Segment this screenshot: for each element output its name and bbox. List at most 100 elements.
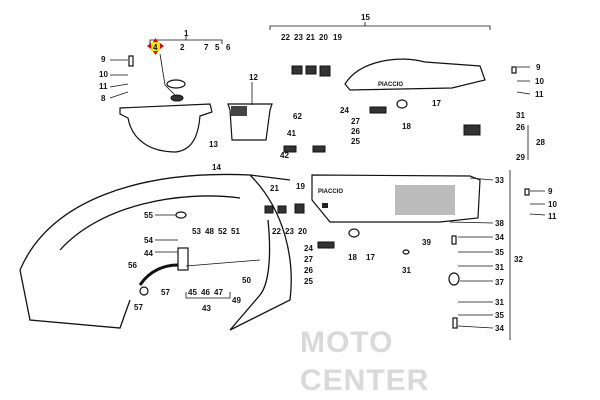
callout-label: 23 (294, 33, 303, 42)
callout-label: 49 (232, 296, 241, 305)
leader-lines (109, 22, 546, 340)
callout-label: 18 (402, 122, 411, 131)
callout-label: 24 (340, 106, 349, 115)
callout-label: 19 (333, 33, 342, 42)
callout-label: 31 (516, 111, 525, 120)
bag-badge (322, 203, 328, 208)
callout-label: 27 (351, 117, 360, 126)
callout-label: 20 (319, 33, 328, 42)
watermark: MOTO CENTER (300, 326, 429, 397)
callout-label: 10 (99, 70, 108, 79)
callout-label: 19 (296, 182, 305, 191)
callout-label: 47 (214, 288, 223, 297)
callout-label-selected[interactable]: 4 (153, 43, 158, 52)
callout-label: 44 (144, 249, 153, 258)
callout-label: 25 (351, 137, 360, 146)
callout-label: 11 (99, 82, 108, 91)
callout-label: 26 (516, 123, 525, 132)
callout-label: 17 (366, 253, 375, 262)
callout-label: 21 (270, 184, 279, 193)
callout-label: 15 (361, 13, 370, 22)
callout-label: 2 (180, 43, 185, 52)
callout-label: 31 (495, 263, 504, 272)
callout-label: 10 (548, 200, 557, 209)
seat-brand-text: PIACCIO (378, 82, 403, 88)
side-panel (19, 173, 292, 331)
callout-label: 12 (249, 73, 258, 82)
callout-label: 7 (204, 43, 209, 52)
callout-label: 23 (285, 227, 294, 236)
fuel-hose (138, 263, 179, 286)
callout-label: 17 (432, 99, 441, 108)
callout-label: 42 (280, 151, 289, 160)
callout-label: 26 (304, 266, 313, 275)
callout-label: 21 (306, 33, 315, 42)
callout-label: 31 (495, 298, 504, 307)
parts-artwork: PIACCIO PIACCIO (19, 22, 546, 340)
seat (344, 58, 486, 91)
callout-label: 8 (101, 94, 106, 103)
highlight-box (151, 42, 160, 51)
callout-label: 5 (215, 43, 220, 52)
callout-label: 22 (272, 227, 281, 236)
callout-label: 41 (287, 129, 296, 138)
callout-label: 35 (495, 311, 504, 320)
callout-label: 10 (535, 77, 544, 86)
callout-label: 9 (536, 63, 541, 72)
selected-part-marker (147, 38, 164, 55)
callout-label: 25 (304, 277, 313, 286)
callout-label: 20 (298, 227, 307, 236)
tank-cap (166, 79, 186, 89)
callout-label: 1 (184, 29, 189, 38)
callout-label: 27 (304, 255, 313, 264)
callout-label: 13 (209, 140, 218, 149)
fuel-tank (119, 103, 213, 153)
bag-brand-text: PIACCIO (318, 189, 343, 195)
callout-label: 6 (226, 43, 231, 52)
callout-label: 35 (495, 248, 504, 257)
callout-label: 54 (144, 236, 153, 245)
callout-label: 57 (161, 288, 170, 297)
callout-label: 48 (205, 227, 214, 236)
callout-label: 55 (144, 211, 153, 220)
watermark-text: MOTO (300, 326, 393, 359)
callout-label: 37 (495, 278, 504, 287)
callout-label: 14 (212, 163, 221, 172)
callout-label: 11 (548, 212, 557, 221)
toolbox-hatch (231, 106, 247, 116)
callout-label: 57 (134, 303, 143, 312)
callout-label: 22 (281, 33, 290, 42)
callout-label: 45 (188, 288, 197, 297)
watermark-text: CENTER (300, 364, 429, 397)
marker-arrows-icon (147, 38, 164, 55)
callout-label: 11 (535, 90, 544, 99)
callout-label: 9 (101, 55, 106, 64)
callout-label: 39 (422, 238, 431, 247)
callout-labels: 1 4 2 7 5 6 9 10 11 8 12 13 14 62 41 42 … (99, 13, 557, 333)
bag-net (395, 185, 455, 215)
callout-label: 43 (202, 304, 211, 313)
callout-label: 24 (304, 244, 313, 253)
callout-label: 34 (495, 324, 504, 333)
callout-label: 33 (495, 176, 504, 185)
callout-label: 26 (351, 127, 360, 136)
callout-label: 28 (536, 138, 545, 147)
callout-label: 29 (516, 153, 525, 162)
callout-label: 34 (495, 233, 504, 242)
callout-label: 62 (293, 112, 302, 121)
callout-label: 9 (548, 187, 553, 196)
callout-label: 31 (402, 266, 411, 275)
callout-label: 32 (514, 255, 523, 264)
callout-label: 18 (348, 253, 357, 262)
callout-label: 50 (242, 276, 251, 285)
rear-frame (229, 219, 271, 331)
callout-label: 38 (495, 219, 504, 228)
tap-rod (185, 259, 261, 267)
fuel-tap (177, 247, 189, 271)
callout-label: 52 (218, 227, 227, 236)
callout-label: 56 (128, 261, 137, 270)
callout-label: 51 (231, 227, 240, 236)
callout-label: 53 (192, 227, 201, 236)
